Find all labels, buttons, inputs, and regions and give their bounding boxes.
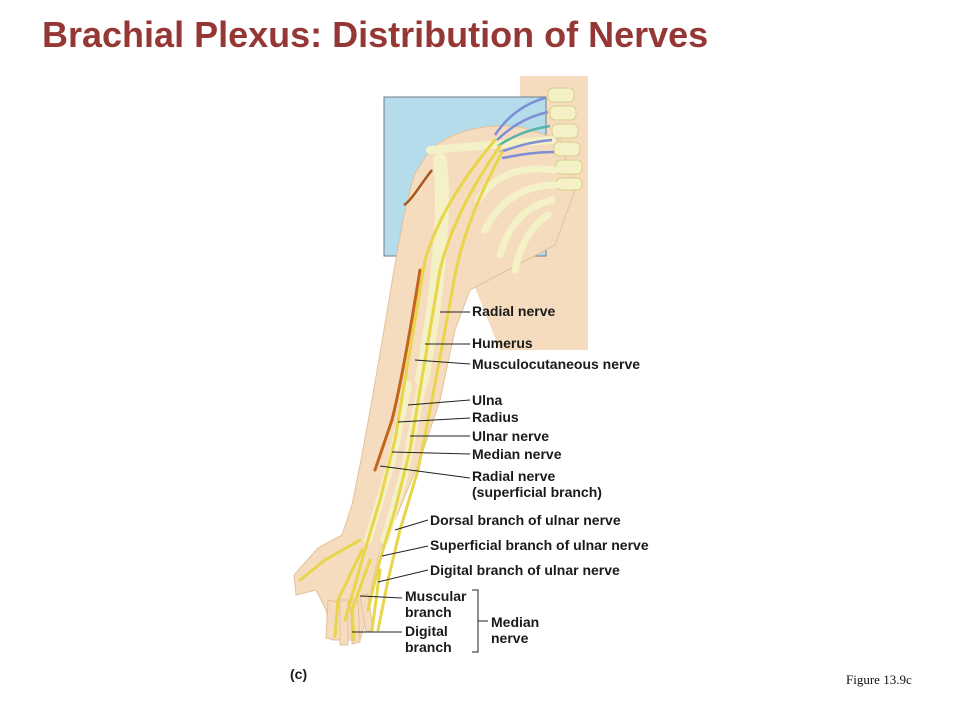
label-ulnar-nerve: Ulnar nerve — [472, 428, 550, 444]
label-humerus: Humerus — [472, 335, 533, 351]
slide-title: Brachial Plexus: Distribution of Nerves — [42, 14, 709, 55]
arm-nerves — [298, 138, 504, 642]
panel-label: (c) — [290, 666, 308, 682]
label-digital-branch-sub: branch — [405, 639, 452, 655]
label-median-nerve-group-sub: nerve — [491, 630, 529, 646]
label-radial-nerve: Radial nerve — [472, 303, 556, 319]
label-dorsal-branch-ulnar: Dorsal branch of ulnar nerve — [430, 512, 621, 528]
label-digital-branch: Digital — [405, 623, 448, 639]
label-ulna: Ulna — [472, 392, 503, 408]
plexus-roots — [493, 96, 555, 160]
label-muscular-branch-sub: branch — [405, 604, 452, 620]
label-musculocutaneous-nerve: Musculocutaneous nerve — [472, 356, 641, 372]
figure-number: Figure 13.9c — [846, 672, 912, 687]
leader-lines — [352, 311, 488, 653]
shoulder-artery — [403, 169, 433, 207]
label-median-nerve-group: Median — [491, 614, 540, 630]
label-superficial-branch-ulnar: Superficial branch of ulnar nerve — [430, 537, 649, 553]
label-digital-branch-ulnar: Digital branch of ulnar nerve — [430, 562, 620, 578]
label-muscular-branch: Muscular — [405, 588, 467, 604]
label-radius: Radius — [472, 409, 519, 425]
vertebrae — [547, 87, 583, 191]
radial-artery — [373, 268, 422, 472]
label-median-nerve: Median nerve — [472, 446, 562, 462]
label-radial-nerve-superficial: Radial nerve — [472, 468, 556, 484]
label-radial-nerve-superficial-sub: (superficial branch) — [472, 484, 602, 500]
